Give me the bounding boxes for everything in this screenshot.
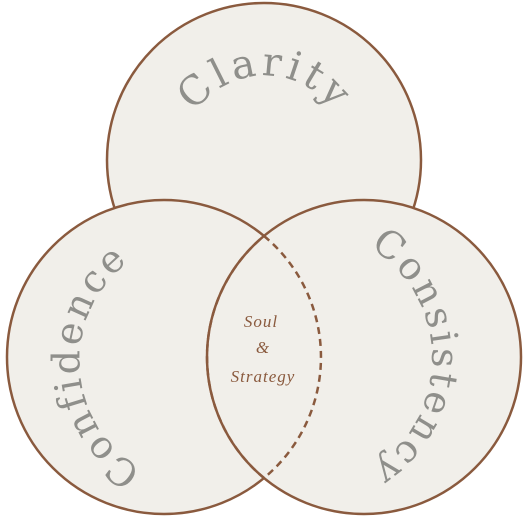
- consistency-circle: [205, 198, 523, 516]
- overlap-lens: [205, 234, 323, 480]
- center-text-soul: Soul: [244, 312, 278, 331]
- center-text-strategy: Strategy: [231, 367, 296, 386]
- center-text-ampersand: &: [256, 338, 270, 357]
